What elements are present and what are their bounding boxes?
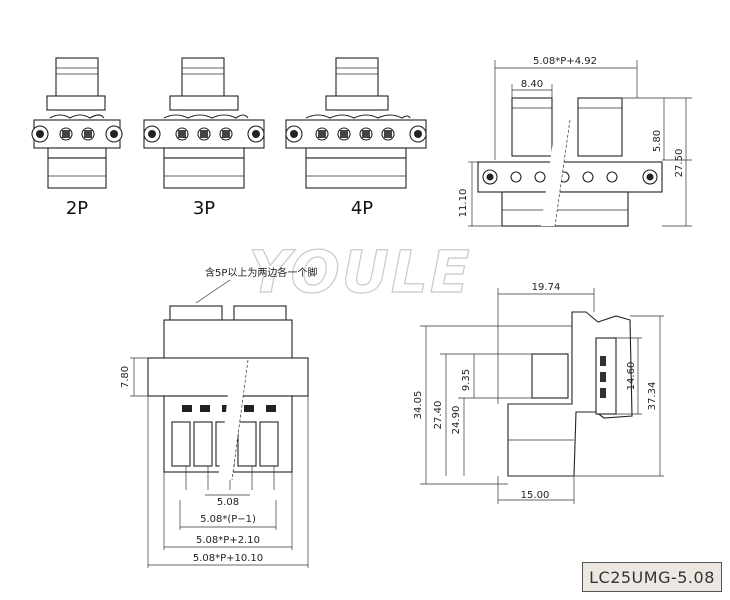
variant-2p-label: 2P	[66, 198, 88, 219]
dim-h-27-40: 27.40	[433, 401, 444, 430]
dim-base-height: 11.10	[458, 189, 469, 218]
dim-side-bottom-width: 15.00	[521, 490, 550, 501]
front-view-dimensioned: 5.08*P+4.92 8.40 5.80 27.50 11.10	[458, 56, 692, 227]
watermark-text: YOULE	[249, 238, 472, 306]
dim-p-plus-2-10: 5.08*P+2.10	[196, 535, 260, 546]
dim-top-total-width: 5.08*P+4.92	[533, 56, 597, 67]
variant-3p-drawing: 3P	[143, 57, 265, 219]
dim-h-34-05: 34.05	[413, 391, 424, 420]
variant-2p-drawing: 2P	[31, 57, 123, 219]
dim-side-height-front: 7.80	[120, 366, 131, 388]
dim-h-24-90: 24.90	[451, 406, 462, 435]
pin-count-note: 含5P以上为两边各一个脚	[205, 266, 317, 279]
dim-p-plus-10-10: 5.08*P+10.10	[193, 553, 263, 564]
variant-4p-label: 4P	[351, 198, 373, 219]
dim-side-top-width: 19.74	[532, 282, 561, 293]
dim-h-9-35: 9.35	[461, 369, 472, 391]
variant-4p-drawing: 4P	[285, 57, 427, 219]
dim-h-37-34: 37.34	[647, 382, 658, 411]
dim-h-14-60: 14.60	[626, 362, 637, 391]
dim-pitch-block: 8.40	[521, 79, 543, 90]
model-number-badge: LC25UMG-5.08	[582, 562, 722, 592]
variant-3p-label: 3P	[193, 198, 215, 219]
dim-total-height: 27.50	[674, 149, 685, 178]
dim-pitch: 5.08	[217, 497, 239, 508]
dim-latch-height: 5.80	[652, 130, 663, 152]
side-view-drawing: 19.74 15.00 34.05 27.40 24.90 9.35 14.60…	[413, 282, 664, 504]
pin-view-drawing: 含5P以上为两边各一个脚 7.80 5.08 5.08*(P−1) 5.08*P…	[120, 266, 317, 568]
dim-p-minus-1: 5.08*(P−1)	[200, 514, 256, 525]
